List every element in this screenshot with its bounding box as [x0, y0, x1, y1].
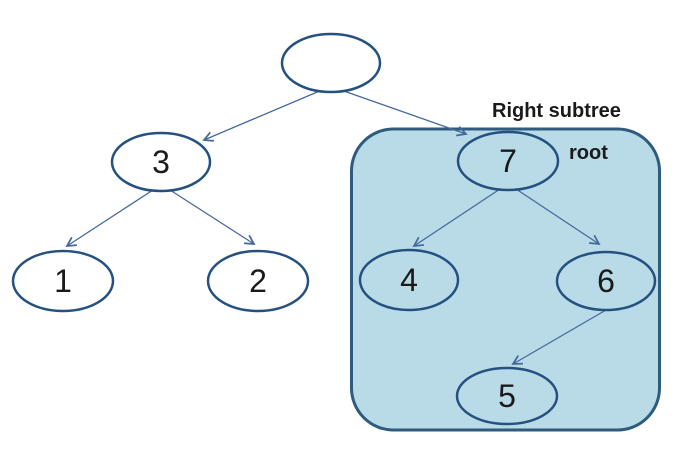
edge-root-to-3	[204, 89, 323, 140]
node-5-label: 5	[498, 378, 516, 414]
tree-node-1: 1	[11, 249, 115, 313]
tree-node-7: 7	[456, 130, 560, 192]
node-1-ellipse	[11, 249, 115, 313]
edge-7-to-6	[515, 188, 599, 244]
tree-node-5: 5	[455, 366, 559, 426]
right-subtree-label: Right subtree	[492, 100, 621, 122]
tree-node-6: 6	[555, 250, 657, 312]
node-7-label: 7	[499, 143, 517, 179]
node-6-ellipse	[555, 250, 657, 312]
edge-3-to-1	[67, 189, 154, 246]
edge-7-to-4	[414, 188, 501, 246]
node-2-label: 2	[249, 263, 267, 299]
root-node-ellipse	[280, 32, 382, 94]
tree-node-root-empty	[280, 32, 382, 94]
node-6-label: 6	[597, 263, 615, 299]
edge-6-to-5	[513, 309, 607, 364]
node-5-ellipse	[455, 366, 559, 426]
node-2-ellipse	[206, 249, 310, 313]
tree-node-3: 3	[110, 131, 212, 193]
tree-node-2: 2	[206, 249, 310, 313]
edge-root-to-7	[340, 89, 466, 134]
node-3-ellipse	[110, 131, 212, 193]
root-annotation-label: root	[569, 142, 608, 164]
node-3-label: 3	[152, 144, 170, 180]
node-4-ellipse	[358, 248, 460, 312]
node-1-label: 1	[54, 263, 72, 299]
node-7-ellipse	[456, 130, 560, 192]
tree-node-4: 4	[358, 248, 460, 312]
edge-3-to-2	[169, 189, 254, 244]
right-subtree-highlight-box	[350, 127, 661, 432]
node-4-label: 4	[400, 262, 418, 298]
